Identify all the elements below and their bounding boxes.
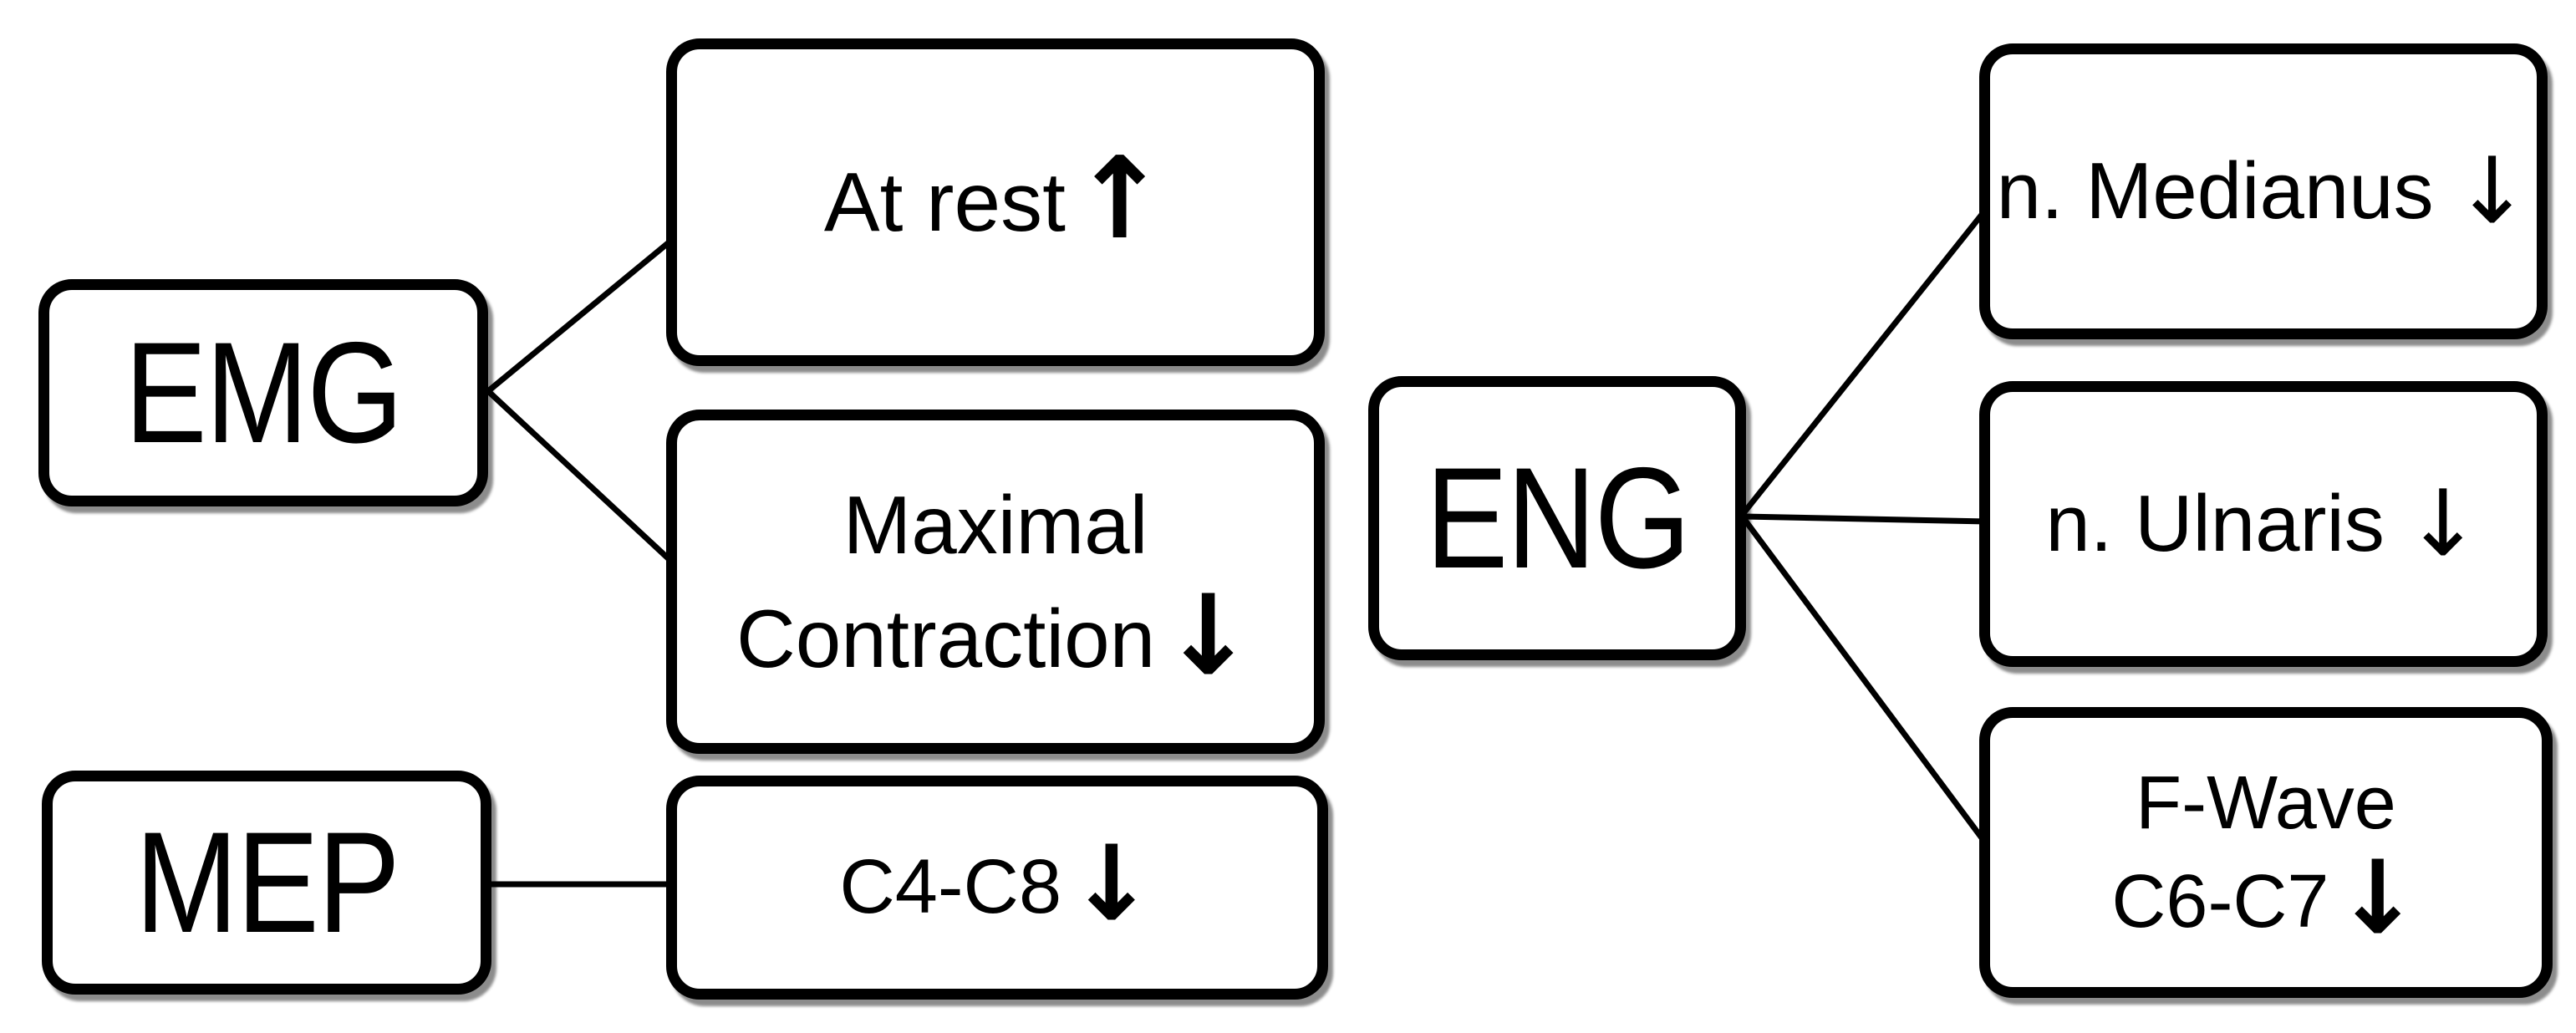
node-f-wave-line2-text: C6-C7 (2111, 860, 2329, 944)
node-at-rest: At rest↑ (666, 38, 1325, 366)
node-eng-label: ENG (1425, 438, 1690, 598)
edge-eng-medianus (1741, 205, 1990, 516)
node-emg: EMG (38, 279, 488, 506)
node-emg-label: EMG (125, 313, 404, 473)
node-eng: ENG (1368, 376, 1746, 660)
node-c4-c8: C4-C8↓ (666, 776, 1328, 1000)
node-f-wave-line1-text: F-Wave (2136, 761, 2396, 845)
node-f-wave: F-Wave C6-C7↓ (1979, 707, 2553, 998)
node-maximal-line1: Maximal (736, 468, 1255, 582)
node-n-medianus-text: n. Medianus (1996, 146, 2434, 237)
node-at-rest-text: At rest (823, 155, 1066, 249)
edge-emg-atrest (486, 233, 680, 394)
node-c4-c8-text: C4-C8 (839, 844, 1062, 930)
node-mep-label: MEP (135, 802, 400, 963)
edge-eng-fwave (1741, 516, 1990, 848)
node-n-medianus: n. Medianus↓ (1979, 43, 2548, 339)
node-f-wave-line2: C6-C7↓ (2111, 838, 2421, 958)
node-maximal-line1-text: Maximal (843, 479, 1148, 571)
node-n-ulnaris-text: n. Ulnaris (2045, 479, 2385, 569)
node-maximal-line2-text: Contraction (736, 593, 1156, 684)
node-n-ulnaris: n. Ulnaris↓ (1979, 381, 2548, 667)
edge-emg-maximal (486, 389, 680, 569)
node-maximal-contraction: Maximal Contraction↓ (666, 410, 1325, 754)
node-mep: MEP (42, 771, 491, 995)
edge-eng-ulnaris (1743, 513, 1988, 525)
node-f-wave-line1: F-Wave (2111, 754, 2420, 852)
node-maximal-line2: Contraction↓ (736, 571, 1255, 700)
